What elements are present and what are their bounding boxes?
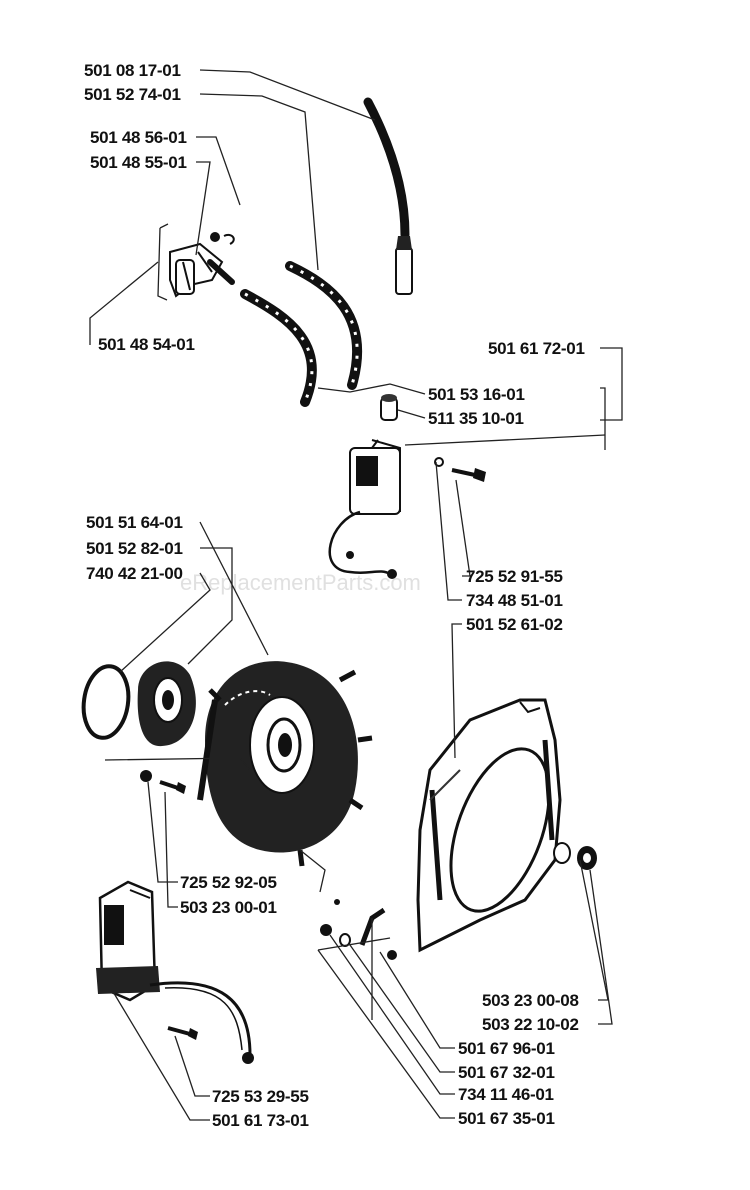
label-501-61-73-01: 501 61 73-01	[212, 1111, 309, 1130]
label-501-61-72-01: 501 61 72-01	[488, 339, 585, 358]
starter-hub	[137, 661, 196, 747]
ignition-module-lower	[96, 880, 254, 1064]
label-503-23-00-01: 503 23 00-01	[180, 898, 277, 917]
label-501-48-56-01: 501 48 56-01	[90, 128, 187, 147]
label-740-42-21-00: 740 42 21-00	[86, 564, 183, 583]
label-501-67-35-01: 501 67 35-01	[458, 1109, 555, 1128]
part-labels: 501 08 17-01 501 52 74-01 501 48 56-01 5…	[84, 61, 585, 1130]
label-501-08-17-01: 501 08 17-01	[84, 61, 181, 80]
label-503-22-10-02: 503 22 10-02	[482, 1015, 579, 1034]
o-ring	[81, 664, 131, 740]
label-725-53-29-55: 725 53 29-55	[212, 1087, 309, 1106]
flywheel-screws	[140, 770, 186, 794]
label-725-52-91-55: 725 52 91-55	[466, 567, 563, 586]
label-725-52-92-05: 725 52 92-05	[180, 873, 277, 892]
ignition-module-upper	[328, 439, 486, 579]
starter-cover	[416, 698, 597, 953]
fuel-hose-long	[363, 97, 413, 295]
leader-lines	[89, 69, 623, 1121]
label-501-52-82-01: 501 52 82-01	[86, 539, 183, 558]
fuel-valve	[157, 223, 235, 301]
label-503-23-00-08: 503 23 00-08	[482, 991, 579, 1010]
small-spacer	[380, 394, 398, 421]
label-501-67-32-01: 501 67 32-01	[458, 1063, 555, 1082]
label-501-52-61-02: 501 52 61-02	[466, 615, 563, 634]
label-501-53-16-01: 501 53 16-01	[428, 385, 525, 404]
label-501-52-74-01: 501 52 74-01	[84, 85, 181, 104]
label-511-35-10-01: 511 35 10-01	[428, 409, 524, 428]
label-501-48-55-01: 501 48 55-01	[90, 153, 187, 172]
label-734-11-46-01: 734 11 46-01	[458, 1085, 554, 1104]
impulse-hose	[285, 261, 363, 390]
label-501-67-96-01: 501 67 96-01	[458, 1039, 555, 1058]
watermark: eReplacementParts.com	[180, 570, 421, 595]
label-501-48-54-01: 501 48 54-01	[98, 335, 195, 354]
label-734-48-51-01: 734 48 51-01	[466, 591, 563, 610]
flywheel	[197, 661, 373, 867]
spring-clip-parts	[320, 899, 397, 960]
short-hose	[240, 289, 317, 407]
label-501-51-64-01: 501 51 64-01	[86, 513, 183, 532]
